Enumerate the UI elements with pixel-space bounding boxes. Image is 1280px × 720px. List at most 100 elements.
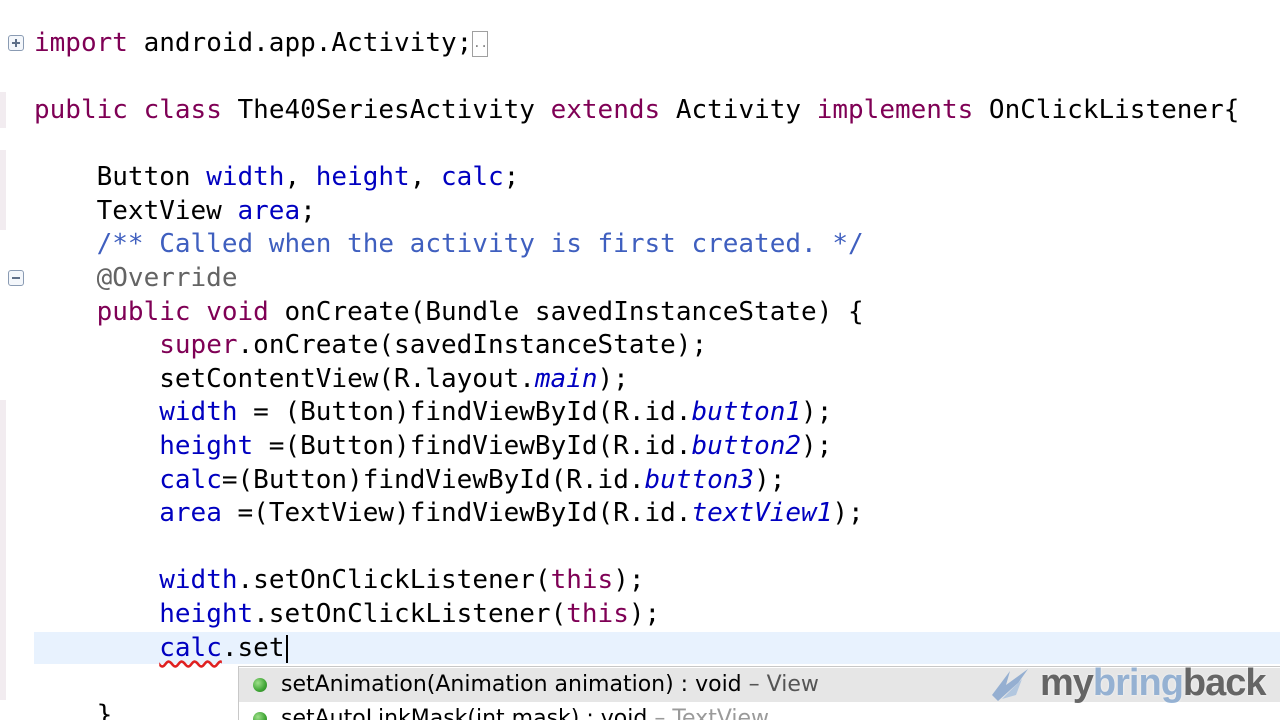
code-line-super-call[interactable]: super.onCreate(savedInstanceState); <box>34 328 707 362</box>
folded-imports-icon[interactable]: .. <box>472 30 489 57</box>
public-method-icon <box>253 712 267 720</box>
expand-fold-icon[interactable] <box>8 35 24 51</box>
code-text: = (Button)findViewById(R.id. <box>237 397 692 427</box>
field-name: area <box>237 196 301 226</box>
code-text <box>34 633 159 663</box>
mybringback-logo: mybringback <box>988 658 1280 708</box>
code-text: OnClickListener{ <box>973 95 1240 125</box>
field-name: width <box>159 565 238 595</box>
logo-swoosh-icon <box>992 668 1028 701</box>
code-text <box>34 565 159 595</box>
change-marker <box>0 92 6 128</box>
field-name: calc <box>159 465 222 495</box>
autocomplete-item[interactable]: setAutoLinkMask(int mask) : void – TextV… <box>239 702 1280 720</box>
code-line-annotation[interactable]: @Override <box>34 263 238 293</box>
code-text <box>34 330 159 360</box>
code-text <box>191 297 207 327</box>
code-text: ; <box>300 196 316 226</box>
logo-text-part: back <box>1182 662 1267 704</box>
field-name: height <box>315 162 410 192</box>
field-name: area <box>159 498 222 528</box>
code-text: , <box>284 162 316 192</box>
code-text: ); <box>801 431 833 461</box>
code-text: ); <box>597 364 629 394</box>
code-line-javadoc-comment[interactable]: /** Called when the activity is first cr… <box>34 229 864 259</box>
code-text: ); <box>613 565 645 595</box>
code-text: ); <box>754 465 786 495</box>
field-name: width <box>159 397 238 427</box>
keyword: void <box>206 297 269 327</box>
keyword: import <box>34 28 128 58</box>
code-text: setContentView(R.layout. <box>34 364 535 394</box>
code-line-find-area[interactable]: area =(TextView)findViewById(R.id.textVi… <box>34 496 864 530</box>
keyword: this <box>550 565 614 595</box>
keyword: super <box>159 330 238 360</box>
code-text: , <box>409 162 442 192</box>
code-line-oncreate-signature[interactable]: public void onCreate(Bundle savedInstanc… <box>34 295 864 329</box>
code-line-closing-brace[interactable]: } <box>34 700 113 720</box>
keyword: extends <box>550 95 661 125</box>
code-text <box>128 95 144 125</box>
static-field: button2 <box>691 431 802 461</box>
code-line-set-content-view[interactable]: setContentView(R.layout.main); <box>34 362 629 396</box>
static-field: textView1 <box>691 498 833 528</box>
autocomplete-item-selected[interactable]: setAnimation(Animation animation) : void… <box>239 668 1280 702</box>
code-text: ); <box>832 498 864 528</box>
code-line-width-listener[interactable]: width.setOnClickListener(this); <box>34 563 645 597</box>
logo-text-part: my <box>1040 662 1094 704</box>
code-text <box>34 599 159 629</box>
keyword: implements <box>816 95 974 125</box>
code-line-find-calc[interactable]: calc=(Button)findViewById(R.id.button3); <box>34 463 785 497</box>
code-text: .set <box>221 633 285 663</box>
code-text: ); <box>628 599 661 629</box>
keyword: this <box>566 599 629 629</box>
code-line-current-input[interactable]: calc.set <box>34 631 284 665</box>
public-method-icon <box>253 678 267 692</box>
declaring-type: – View <box>741 672 819 697</box>
code-text: ; <box>503 162 520 192</box>
code-line-find-height[interactable]: height =(Button)findViewById(R.id.button… <box>34 429 832 463</box>
code-line-textview-field[interactable]: TextView area; <box>34 194 316 228</box>
code-line-height-listener[interactable]: height.setOnClickListener(this); <box>34 597 660 631</box>
method-signature: setAutoLinkMask(int mask) : void <box>281 706 648 720</box>
change-marker <box>0 400 6 700</box>
code-text: TextView <box>34 196 238 226</box>
field-name: height <box>159 599 254 629</box>
code-text: Activity <box>660 95 817 125</box>
static-field: button3 <box>644 465 755 495</box>
static-field: button1 <box>691 397 802 427</box>
keyword: class <box>143 95 222 125</box>
code-text: =(Button)findViewById(R.id. <box>253 431 692 461</box>
code-line-import[interactable]: import android.app.Activity;.. <box>34 26 489 60</box>
keyword: public <box>96 297 191 327</box>
text-cursor <box>286 635 288 663</box>
field-name: calc <box>441 162 504 192</box>
code-line-button-fields[interactable]: Button width, height, calc; <box>34 160 520 194</box>
code-text: Button <box>34 162 207 192</box>
logo-text-part: bring <box>1092 662 1184 704</box>
code-text: =(TextView)findViewById(R.id. <box>221 498 692 528</box>
current-line-highlight <box>34 632 1280 664</box>
code-text: .onCreate(savedInstanceState); <box>237 330 708 360</box>
editor-gutter <box>0 0 30 720</box>
autocomplete-popup[interactable]: setAnimation(Animation animation) : void… <box>238 666 1280 720</box>
code-text: .setOnClickListener( <box>253 599 567 629</box>
static-field: main <box>534 364 598 394</box>
collapse-fold-icon[interactable] <box>8 270 24 286</box>
change-marker <box>0 150 6 230</box>
code-text <box>34 397 159 427</box>
code-text <box>34 297 97 327</box>
field-name: width <box>206 162 285 192</box>
keyword: public <box>34 95 128 125</box>
method-signature: setAnimation(Animation animation) : void <box>281 672 742 697</box>
code-text: onCreate(Bundle savedInstanceState) { <box>268 297 864 327</box>
code-text: =(Button)findViewById(R.id. <box>221 465 645 495</box>
error-field-name: calc <box>159 633 222 663</box>
declaring-type: – TextView <box>647 706 770 720</box>
code-text <box>34 431 159 461</box>
code-line-find-width[interactable]: width = (Button)findViewById(R.id.button… <box>34 395 832 429</box>
code-line-class-declaration[interactable]: public class The40SeriesActivity extends… <box>34 93 1239 127</box>
code-text <box>34 498 159 528</box>
code-text: .setOnClickListener( <box>237 565 551 595</box>
